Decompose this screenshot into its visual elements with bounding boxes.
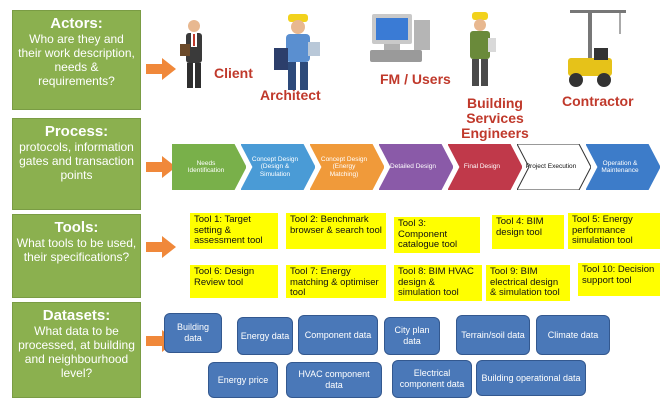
process-step-chevron: Final Design xyxy=(448,144,522,190)
row-description: Who are they and their work description,… xyxy=(18,32,135,88)
tool-7: Tool 7: Energy matching & optimiser tool xyxy=(286,265,386,298)
process-step-label: Needs Identification xyxy=(187,159,225,175)
row-heading: Tools: xyxy=(54,219,99,236)
actor-architect-label: Architect xyxy=(260,87,321,103)
dataset-building-operational-data: Building operational data xyxy=(476,360,586,396)
arrow-right-icon xyxy=(146,58,176,80)
fm-computer-icon xyxy=(370,14,430,62)
row-description: What tools to be used, their specificati… xyxy=(16,236,137,264)
tool-9: Tool 9: BIM electrical design & simulati… xyxy=(486,265,570,301)
row-heading: Datasets: xyxy=(42,307,111,324)
process-step-label: Concept Design (Energy Matching) xyxy=(320,155,368,178)
process-step-label: Concept Design (Design & Simulation xyxy=(251,155,299,178)
engineer-figure-icon xyxy=(470,12,496,86)
tool-8: Tool 8: BIM HVAC design & simulation too… xyxy=(394,265,482,301)
process-step-label: Final Design xyxy=(463,163,501,171)
process-step-chevron: Concept Design (Design & Simulation xyxy=(241,144,315,190)
dataset-energy-data: Energy data xyxy=(237,317,293,355)
dataset-energy-price: Energy price xyxy=(208,362,278,398)
tool-3: Tool 3: Component catalogue tool xyxy=(394,217,480,253)
process-step-label: Project Execution xyxy=(525,163,577,171)
process-step-label: Detailed Design xyxy=(390,163,436,171)
process-step-chevron: Operation & Maintenance xyxy=(586,144,660,190)
dataset-hvac-component-data: HVAC component data xyxy=(286,362,382,398)
process-step-label: Operation & Maintenance xyxy=(601,159,639,175)
row-heading: Actors: xyxy=(50,15,103,32)
row-process: Process: protocols, information gates an… xyxy=(12,118,141,210)
tool-1: Tool 1: Target setting & assessment tool xyxy=(190,213,278,249)
row-heading: Process: xyxy=(44,123,109,140)
row-description: protocols, information gates and transac… xyxy=(19,140,134,182)
process-step-chevron: Concept Design (Energy Matching) xyxy=(310,144,384,190)
process-step-chevron: Project Execution xyxy=(517,144,591,190)
row-tools: Tools: What tools to be used, their spec… xyxy=(12,214,141,298)
row-actors: Actors: Who are they and their work desc… xyxy=(12,10,141,110)
row-datasets: Datasets: What data to be processed, at … xyxy=(12,302,141,398)
actor-contractor-label: Contractor xyxy=(562,93,634,109)
dataset-terrain-soil-data: Terrain/soil data xyxy=(456,315,530,355)
tool-6: Tool 6: Design Review tool xyxy=(190,265,278,298)
architect-figure-icon xyxy=(274,14,320,90)
process-step-chevron: Needs Identification xyxy=(172,144,246,190)
process-step-chevron: Detailed Design xyxy=(379,144,453,190)
actor-client-label: Client xyxy=(214,65,253,81)
row-description: What data to be processed, at building a… xyxy=(18,324,135,380)
dataset-city-plan-data: City plan data xyxy=(384,317,440,355)
arrow-right-icon xyxy=(146,236,176,258)
dataset-building-data: Building data xyxy=(164,313,222,353)
dataset-electrical-component-data: Electrical component data xyxy=(392,360,472,398)
actor-building-services-engineers-label: Building Services Engineers xyxy=(461,95,529,141)
tool-5: Tool 5: Energy performance simulation to… xyxy=(568,213,660,249)
contractor-crane-icon xyxy=(568,10,626,87)
actor-fm-users-label: FM / Users xyxy=(380,71,451,87)
tool-4: Tool 4: BIM design tool xyxy=(492,215,564,249)
tool-2: Tool 2: Benchmark browser & search tool xyxy=(286,213,386,249)
tool-10: Tool 10: Decision support tool xyxy=(578,263,660,296)
dataset-component-data: Component data xyxy=(298,315,378,355)
arrow-right-icon xyxy=(146,156,176,178)
dataset-climate-data: Climate data xyxy=(536,315,610,355)
client-figure-icon xyxy=(180,20,202,88)
